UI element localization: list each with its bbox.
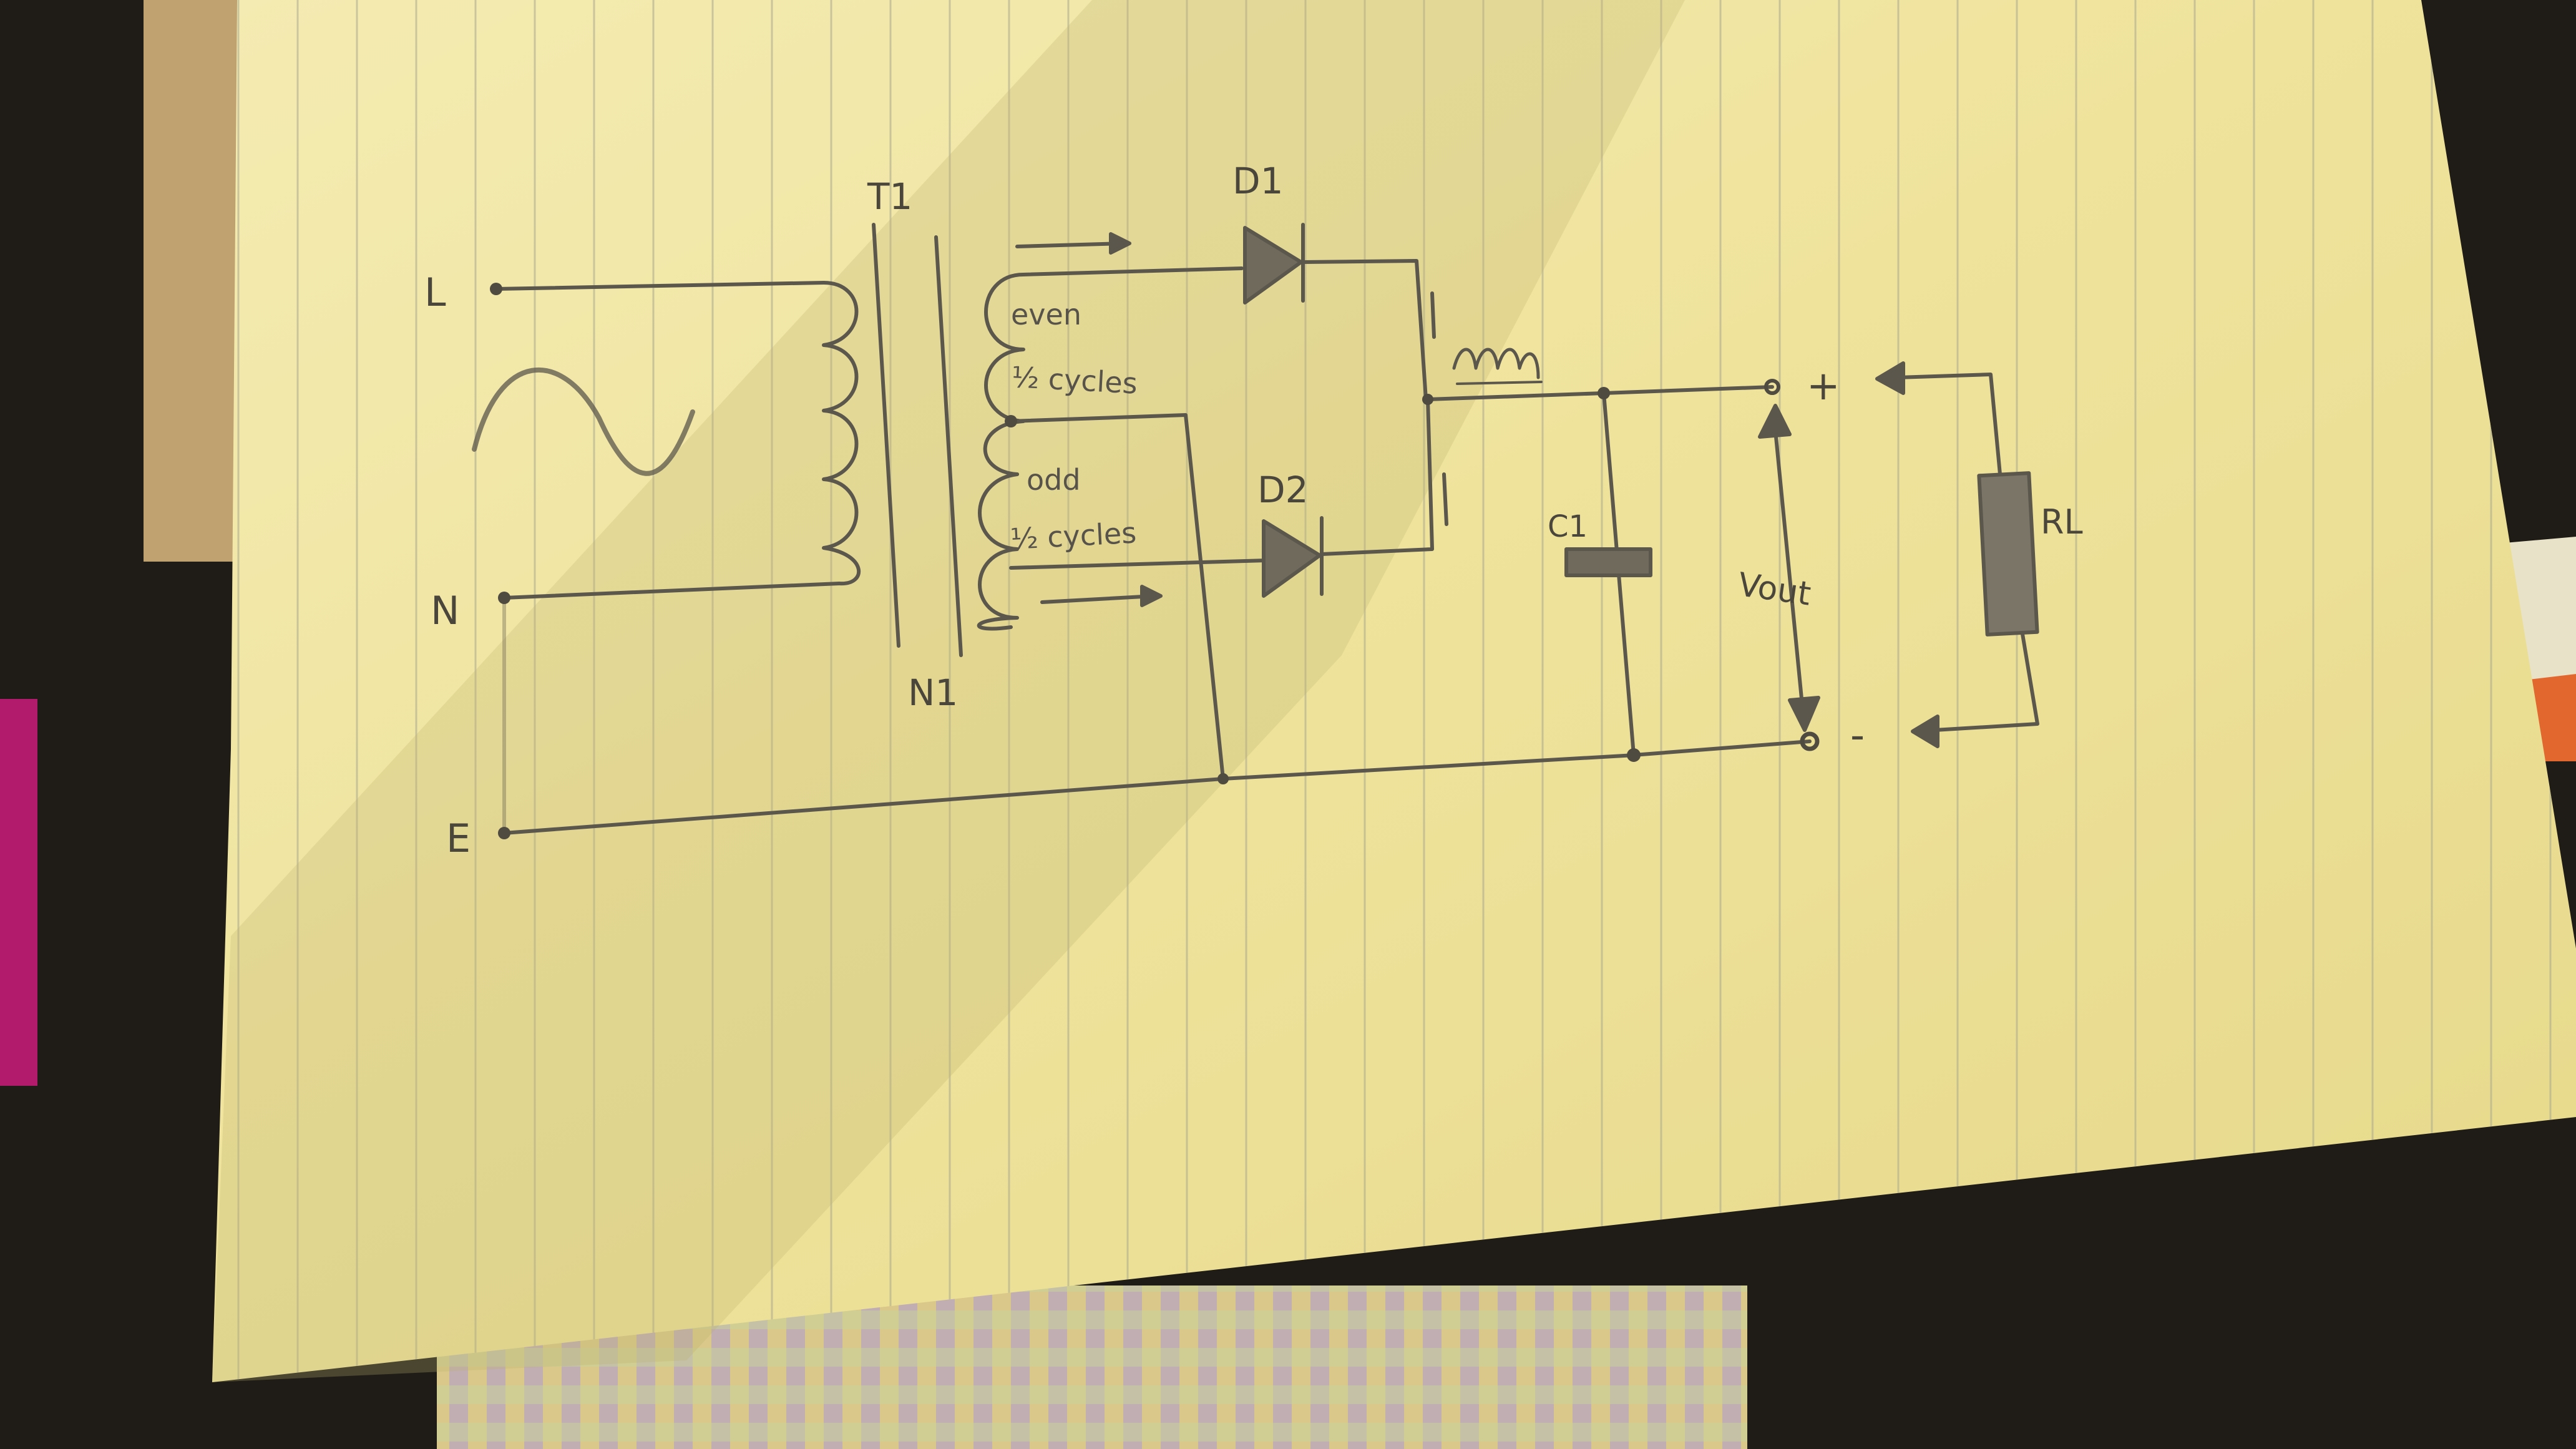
upper-winding-note-line1: even — [1011, 298, 1081, 331]
ac-sine-wave — [472, 367, 695, 476]
diode-d2-body — [1262, 519, 1322, 598]
rail-junction-node — [1422, 394, 1433, 405]
load-bottom-wire — [1933, 628, 2039, 732]
capacitor-label: C1 — [1548, 509, 1588, 544]
lower-winding-note-line1: odd — [1027, 463, 1081, 497]
secondary-bottom-wire — [1009, 559, 1269, 570]
cap-bottom-node — [1627, 748, 1641, 762]
earth-terminal-node — [498, 827, 510, 839]
capacitor-c1 — [1564, 547, 1652, 577]
pink-binder — [0, 699, 37, 1086]
center-tap-wire — [1009, 413, 1225, 781]
paper-rules — [212, 0, 2576, 1382]
current-arrow-top-head — [1109, 232, 1131, 255]
load-top-wire — [1895, 373, 2002, 476]
secondary-winding-upper — [983, 273, 1025, 476]
cap-top-node — [1598, 387, 1610, 399]
load-bottom-arrow — [1911, 715, 1939, 748]
transformer-label: T1 — [867, 175, 912, 218]
current-arrow-down — [1430, 291, 1436, 339]
current-arrow-top — [1015, 242, 1125, 248]
output-minus-node — [1800, 731, 1820, 751]
primary-winding — [822, 281, 861, 586]
current-arrow-bottom — [1040, 594, 1156, 604]
core-line-left — [872, 223, 900, 648]
vout-arrow-line — [1773, 429, 1805, 720]
live-wire — [494, 281, 826, 291]
terminal-live-label: L — [424, 270, 446, 315]
upper-winding-note-line2: ½ cycles — [1010, 360, 1138, 401]
plus-sign-label: + — [1807, 363, 1840, 409]
neutral-terminal-node — [498, 592, 510, 604]
d2-out-wire — [1320, 398, 1434, 556]
diode-d1-label: D1 — [1232, 160, 1284, 202]
output-plus-node — [1764, 379, 1780, 395]
inductor-sketch — [1452, 348, 1540, 379]
diode-d2-label: D2 — [1257, 469, 1309, 511]
neutral-wire — [502, 582, 841, 600]
load-resistor-rl — [1977, 471, 2039, 637]
live-terminal-node — [490, 283, 502, 295]
vout-arrow-head-up — [1758, 404, 1792, 439]
center-tap-node — [1005, 415, 1017, 427]
load-label: RL — [2041, 502, 2083, 542]
current-arrow-up — [1442, 472, 1448, 526]
core-line-right — [934, 235, 963, 657]
lower-winding-note-line2: ½ cycles — [1010, 515, 1138, 556]
negative-rail — [1632, 739, 1812, 757]
vout-arrow-head-down — [1788, 696, 1820, 732]
earth-junction-node — [1217, 773, 1229, 784]
secondary-winding-lower — [977, 472, 1019, 631]
terminal-neutral-label: N — [431, 588, 459, 633]
d1-out-wire — [1301, 259, 1428, 401]
load-top-arrow — [1875, 361, 1905, 395]
paper-shadow — [212, 0, 1685, 1382]
current-arrow-bottom-head — [1140, 585, 1163, 607]
core-label: N1 — [908, 671, 958, 714]
diode-d1-body — [1243, 226, 1303, 305]
minus-sign-label: - — [1850, 713, 1865, 759]
inductor-underline — [1456, 381, 1543, 385]
circuit-diagram — [472, 223, 2039, 835]
terminal-earth-label: E — [446, 816, 471, 861]
nodes — [490, 283, 1820, 839]
secondary-top-wire — [1022, 266, 1244, 276]
